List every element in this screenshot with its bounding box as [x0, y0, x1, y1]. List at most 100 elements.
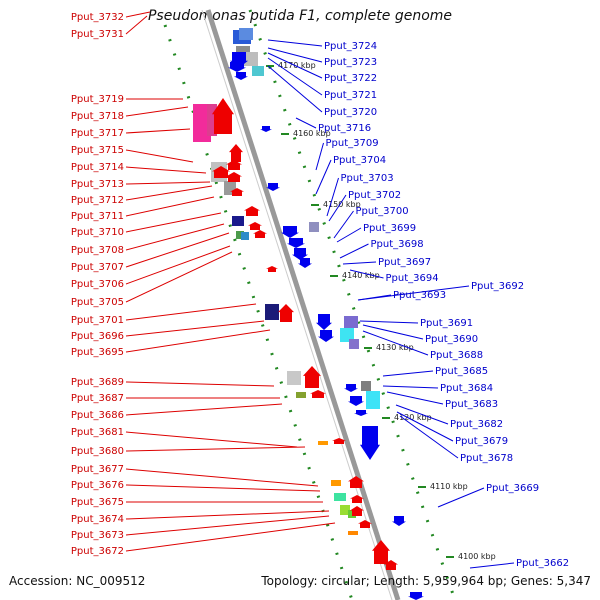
gene-label-right[interactable]: Pput_3716 [318, 123, 371, 134]
reverse-gene-arrow [310, 390, 326, 398]
gene-label-right[interactable]: Pput_3724 [324, 41, 377, 52]
gene-label-right[interactable]: Pput_3722 [324, 73, 377, 84]
gene-label-right[interactable]: Pput_3704 [333, 155, 386, 166]
forward-gene-arrow [344, 384, 358, 392]
gene-block [309, 222, 319, 232]
gene-label-right[interactable]: Pput_3698 [371, 239, 424, 250]
gene-block [232, 216, 244, 226]
gene-block [239, 28, 253, 40]
gene-label-right[interactable]: Pput_3703 [341, 173, 394, 184]
gene-block [287, 371, 301, 385]
gene-label-left[interactable]: Pput_3710 [71, 227, 124, 238]
gene-label-right[interactable]: Pput_3693 [393, 290, 446, 301]
leader-line [125, 510, 330, 520]
gene-label-right[interactable]: Pput_3685 [435, 366, 488, 377]
gene-label-left[interactable]: Pput_3695 [71, 347, 124, 358]
gene-block [296, 392, 306, 398]
reverse-gene-arrow [278, 304, 294, 322]
forward-gene-arrow [260, 126, 272, 132]
gene-label-left[interactable]: Pput_3719 [71, 94, 124, 105]
leader-line [125, 196, 215, 217]
gene-label-left[interactable]: Pput_3732 [71, 12, 124, 23]
reverse-gene-arrow [226, 160, 242, 170]
gene-label-left[interactable]: Pput_3715 [71, 145, 124, 156]
gene-label-left[interactable]: Pput_3674 [71, 514, 124, 525]
leader-line [362, 330, 429, 356]
gene-label-left[interactable]: Pput_3673 [71, 530, 124, 541]
leader-line [315, 142, 324, 171]
gene-block [241, 232, 249, 240]
gene-label-left[interactable]: Pput_3731 [71, 29, 124, 40]
gene-label-left[interactable]: Pput_3677 [71, 464, 124, 475]
backbone-line [205, 9, 401, 600]
gene-label-left[interactable]: Pput_3676 [71, 480, 124, 491]
gene-label-right[interactable]: Pput_3678 [460, 453, 513, 464]
map-title: Pseudomonas putida F1, complete genome [147, 8, 453, 24]
gene-label-right[interactable]: Pput_3669 [486, 483, 539, 494]
gene-block [361, 381, 371, 391]
gene-label-right[interactable]: Pput_3679 [455, 436, 508, 447]
forward-gene-arrow [292, 248, 308, 260]
kbp-label: 4170 kbp [278, 61, 316, 70]
gene-label-left[interactable]: Pput_3712 [71, 195, 124, 206]
gene-label-left[interactable]: Pput_3696 [71, 331, 124, 342]
gene-label-left[interactable]: Pput_3701 [71, 315, 124, 326]
gene-label-right[interactable]: Pput_3662 [516, 558, 569, 569]
reverse-gene-arrow [226, 172, 242, 182]
gene-label-left[interactable]: Pput_3714 [71, 162, 124, 173]
leader-line [125, 232, 230, 268]
reverse-gene-arrow [212, 166, 230, 178]
leader-line [125, 515, 330, 536]
gene-label-right[interactable]: Pput_3720 [324, 107, 377, 118]
leader-line [386, 391, 444, 405]
leader-line [357, 285, 470, 301]
genome-summary: Topology: circular; Length: 5,959,964 bp… [261, 574, 591, 588]
gene-label-right[interactable]: Pput_3688 [430, 350, 483, 361]
gene-label-left[interactable]: Pput_3708 [71, 245, 124, 256]
leader-line [267, 65, 323, 113]
gene-label-left[interactable]: Pput_3687 [71, 393, 124, 404]
gene-label-right[interactable]: Pput_3697 [378, 257, 431, 268]
gene-label-right[interactable]: Pput_3683 [445, 399, 498, 410]
leader-line [125, 522, 336, 552]
gene-label-right[interactable]: Pput_3709 [326, 138, 379, 149]
gene-label-right[interactable]: Pput_3684 [440, 383, 493, 394]
gene-label-left[interactable]: Pput_3713 [71, 179, 124, 190]
gene-label-left[interactable]: Pput_3681 [71, 427, 124, 438]
gene-label-left[interactable]: Pput_3717 [71, 128, 124, 139]
gene-label-left[interactable]: Pput_3711 [71, 211, 124, 222]
gene-label-left[interactable]: Pput_3686 [71, 410, 124, 421]
gene-block [344, 316, 358, 328]
kbp-label: 4120 kbp [394, 413, 432, 422]
gene-label-left[interactable]: Pput_3680 [71, 446, 124, 457]
gene-label-left[interactable]: Pput_3718 [71, 111, 124, 122]
leader-line [125, 11, 151, 18]
gene-label-right[interactable]: Pput_3721 [324, 90, 377, 101]
gene-label-left[interactable]: Pput_3689 [71, 377, 124, 388]
gene-label-right[interactable]: Pput_3700 [356, 206, 409, 217]
leader-line [125, 166, 207, 174]
gene-label-left[interactable]: Pput_3705 [71, 297, 124, 308]
gene-label-right[interactable]: Pput_3692 [471, 281, 524, 292]
gene-label-right[interactable]: Pput_3694 [386, 273, 439, 284]
gene-block [366, 391, 380, 409]
kbp-label: 4140 kbp [342, 271, 380, 280]
leader-line [125, 303, 257, 321]
gene-label-right[interactable]: Pput_3699 [363, 223, 416, 234]
gene-label-right[interactable]: Pput_3702 [348, 190, 401, 201]
gene-label-left[interactable]: Pput_3707 [71, 262, 124, 273]
reverse-gene-arrow [253, 230, 267, 238]
kbp-label: 4130 kbp [376, 343, 414, 352]
reverse-gene-arrow [350, 495, 364, 503]
leader-line [267, 52, 323, 79]
gene-label-left[interactable]: Pput_3706 [71, 279, 124, 290]
label-group: Pput_3732Pput_3731Pput_3719Pput_3718Pput… [71, 12, 569, 569]
gene-label-right[interactable]: Pput_3723 [324, 57, 377, 68]
gene-label-left[interactable]: Pput_3672 [71, 546, 124, 557]
gene-label-right[interactable]: Pput_3690 [425, 334, 478, 345]
leader-line [125, 446, 306, 452]
gene-label-left[interactable]: Pput_3675 [71, 497, 124, 508]
reverse-gene-arrow [230, 188, 244, 196]
gene-label-right[interactable]: Pput_3691 [420, 318, 473, 329]
gene-label-right[interactable]: Pput_3682 [450, 419, 503, 430]
